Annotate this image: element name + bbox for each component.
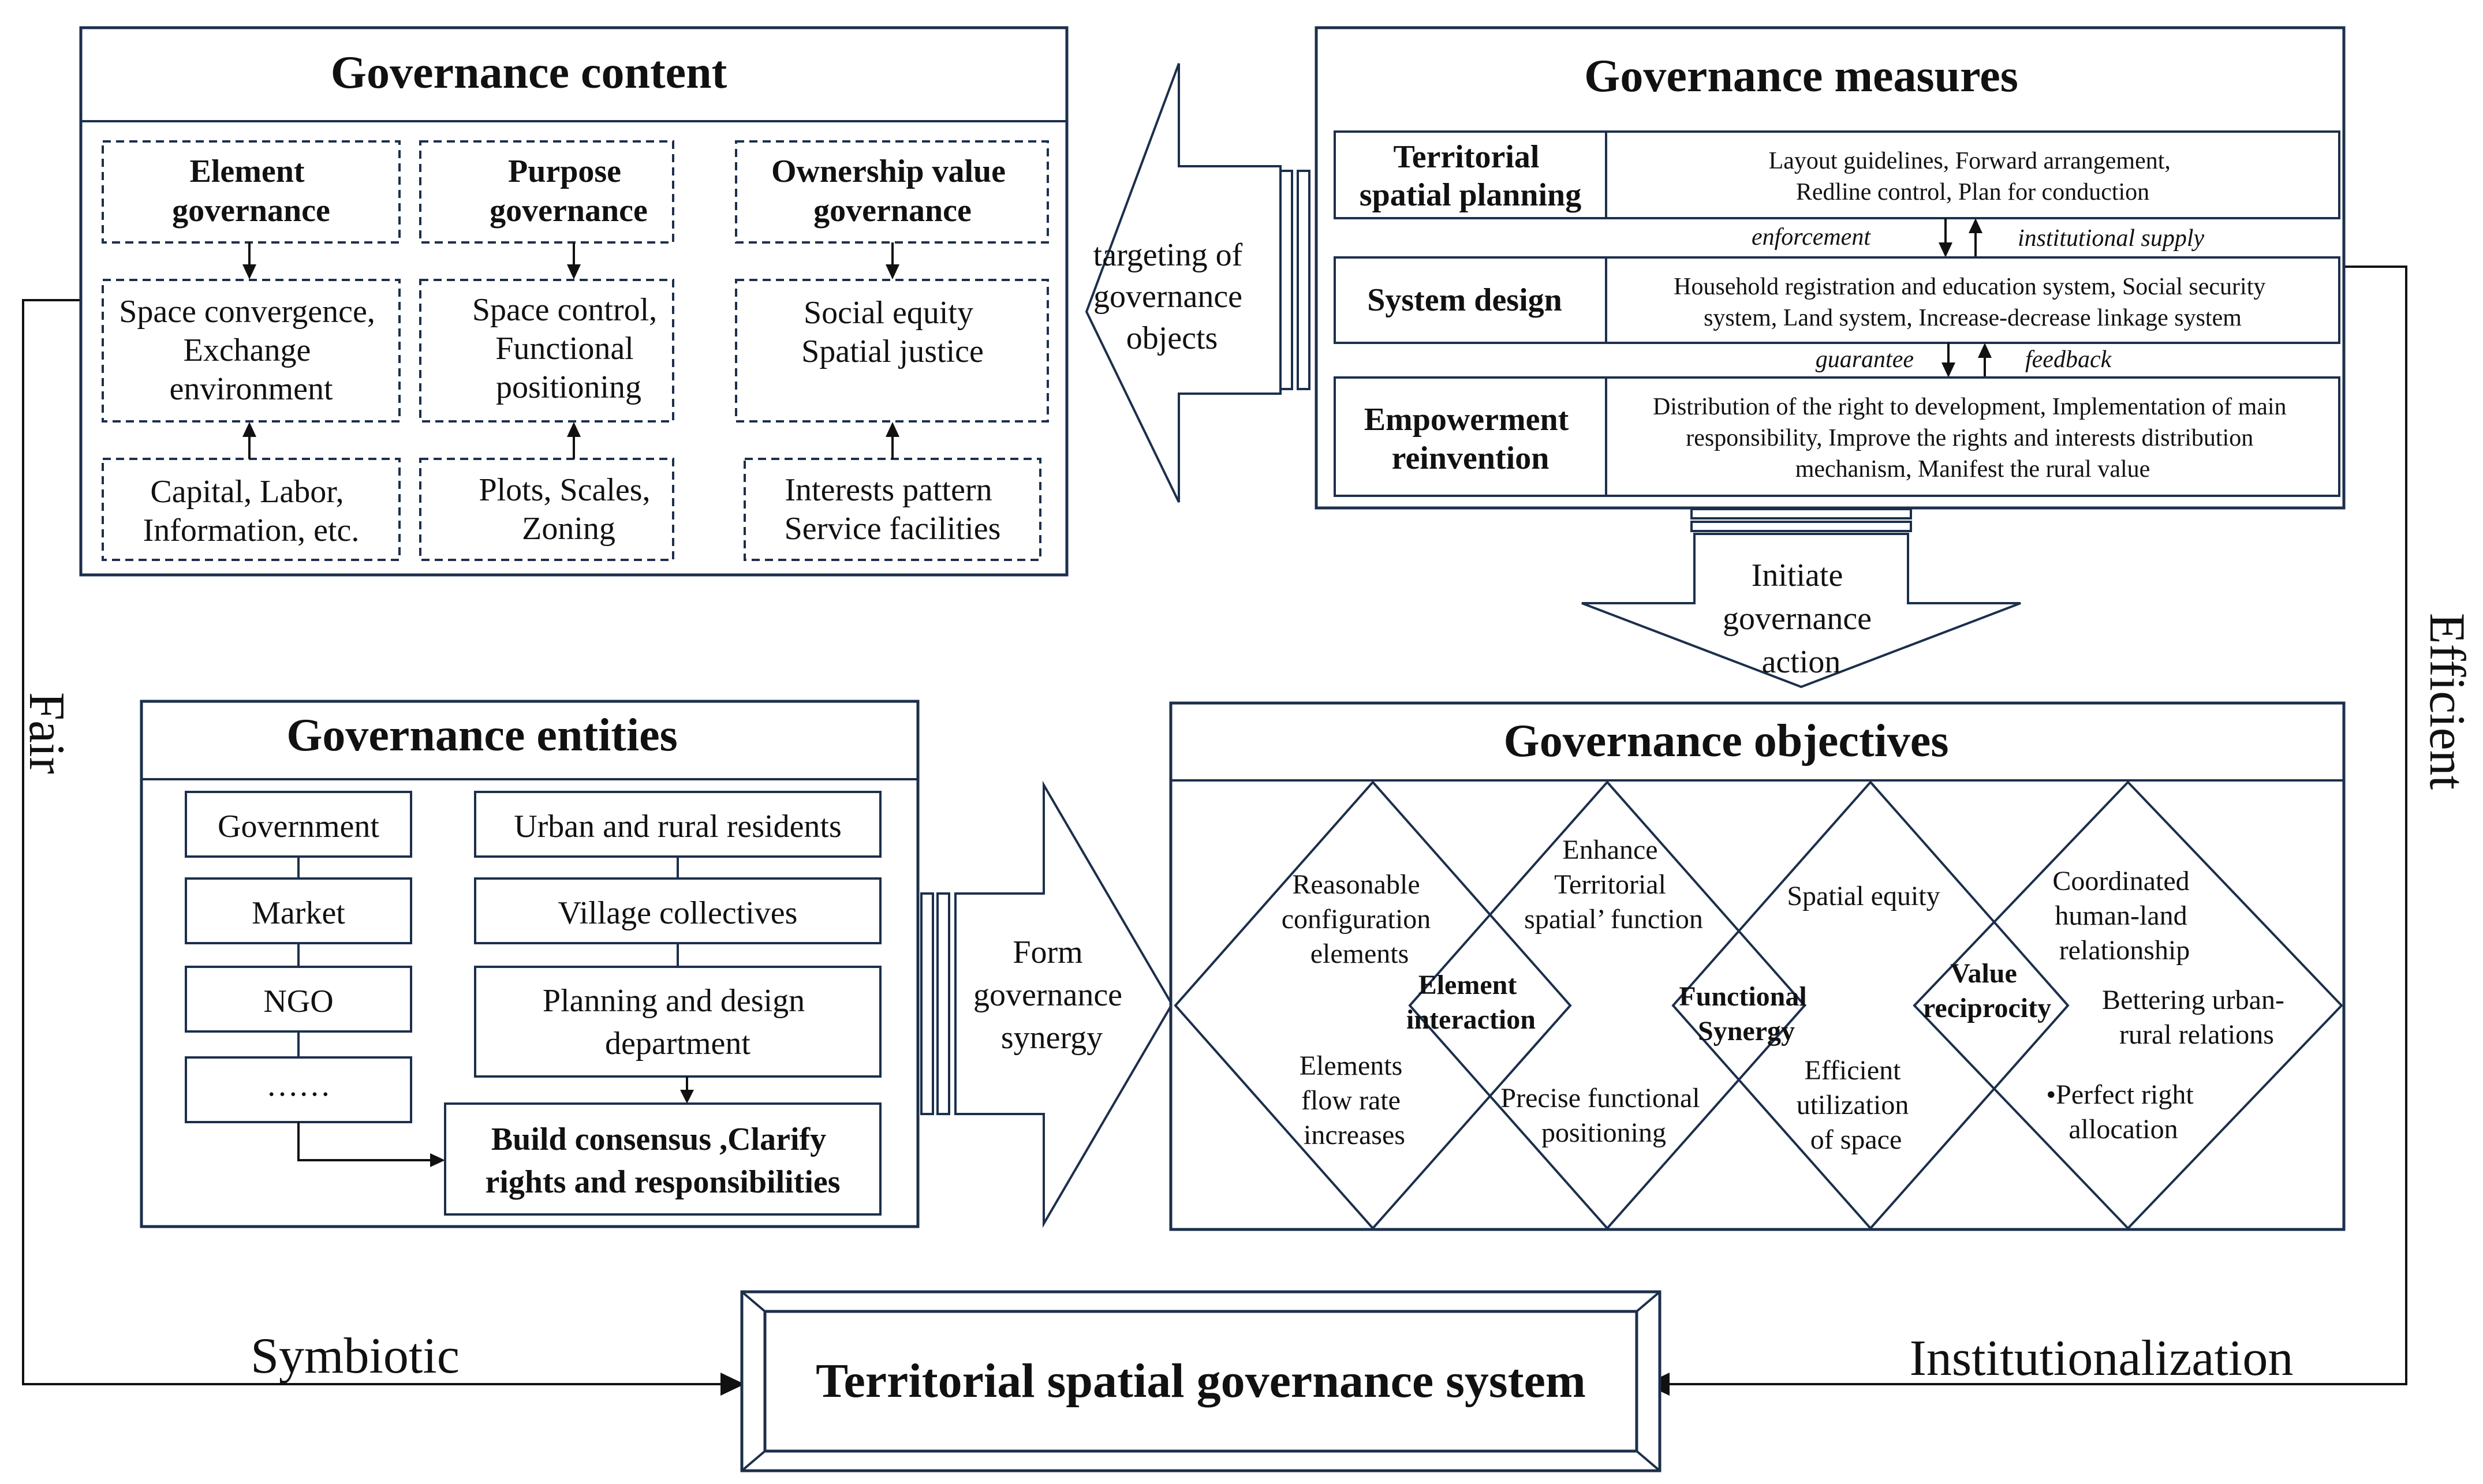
feedback-label: feedback bbox=[2025, 346, 2112, 373]
governance-measures-title: Governance measures bbox=[1584, 51, 2018, 102]
diamond-1 bbox=[1174, 780, 1572, 1231]
element-governance-label: Element governance bbox=[172, 154, 330, 229]
governance-system-title: Territorial spatial governance system bbox=[816, 1354, 1586, 1408]
precise-positioning-label: Precise functional positioning bbox=[1500, 1083, 1707, 1148]
targeting-arrow: targeting of governance objects bbox=[1085, 63, 1310, 503]
empowerment-reinvention-label: Empowerment reinvention bbox=[1364, 402, 1577, 476]
symbiotic-label: Symbiotic bbox=[251, 1328, 460, 1384]
empowerment-reinvention-desc: Distribution of the right to development… bbox=[1653, 394, 2292, 483]
ownership-value-governance-objects: Interests pattern Service facilities bbox=[785, 472, 1001, 547]
synergy-arrow: Form governance synergy bbox=[920, 780, 1174, 1228]
perfect-allocation-label: •Perfect right allocation bbox=[2046, 1079, 2200, 1145]
efficient-label: Efficient bbox=[2419, 613, 2475, 790]
system-design-desc: Household registration and education sys… bbox=[1674, 274, 2272, 331]
planning-department-entity: Planning and design department bbox=[543, 983, 813, 1061]
governance-system-box: Territorial spatial governance system bbox=[740, 1290, 1661, 1472]
institutional-supply-label: institutional supply bbox=[2018, 225, 2205, 252]
governance-objectives-panel: Governance objectives Element interactio… bbox=[1169, 701, 2346, 1231]
value-reciprocity-label: Value reciprocity bbox=[1923, 958, 2051, 1023]
reasonable-configuration-label: Reasonable configuration elements bbox=[1282, 869, 1438, 969]
institutionalization-label: Institutionalization bbox=[1910, 1330, 2294, 1386]
guarantee-label: guarantee bbox=[1816, 346, 1914, 373]
functional-synergy-label: Functional Synergy bbox=[1679, 981, 1813, 1046]
consensus-box: Build consensus ,Clarify rights and resp… bbox=[485, 1122, 840, 1200]
purpose-governance-objects: Plots, Scales, Zoning bbox=[479, 472, 658, 547]
ownership-value-governance-effect: Social equity Spatial justice bbox=[801, 295, 984, 369]
spatial-planning-label: Territorial spatial planning bbox=[1360, 139, 1581, 213]
efficient-utilization-label: Efficient utilization of space bbox=[1797, 1055, 1916, 1155]
governance-measures-panel: Governance measures Territorial spatial … bbox=[1315, 26, 2346, 510]
synergy-arrow-label: Form governance synergy bbox=[973, 934, 1130, 1056]
diamond-4 bbox=[1913, 780, 2343, 1230]
governance-content-title: Governance content bbox=[331, 47, 727, 98]
coordinated-relationship-label: Coordinated human-land relationship bbox=[2052, 866, 2196, 966]
purpose-governance-effect: Space control, Functional positioning bbox=[472, 292, 665, 405]
element-governance-objects: Capital, Labor, Information, etc. bbox=[143, 474, 360, 548]
government-entity: Government bbox=[218, 809, 379, 844]
governance-entities-title: Governance entities bbox=[286, 710, 678, 761]
spatial-equity-label: Spatial equity bbox=[1787, 881, 1940, 911]
ellipsis-entity: …… bbox=[266, 1067, 331, 1103]
purpose-governance-label: Purpose governance bbox=[490, 154, 648, 229]
bettering-relations-label: Bettering urban- rural relations bbox=[2102, 985, 2291, 1050]
targeting-arrow-label: targeting of governance objects bbox=[1093, 237, 1251, 356]
elements-flow-label: Elements flow rate increases bbox=[1300, 1051, 1410, 1150]
village-collectives-entity: Village collectives bbox=[558, 895, 798, 931]
ngo-entity: NGO bbox=[263, 984, 333, 1019]
enforcement-label: enforcement bbox=[1752, 224, 1871, 251]
initiate-arrow: Initiate governance action bbox=[1581, 508, 2021, 689]
residents-entity: Urban and rural residents bbox=[514, 809, 842, 844]
ownership-value-governance-label: Ownership value governance bbox=[771, 154, 1014, 229]
market-entity: Market bbox=[252, 895, 345, 931]
fair-label: Fair bbox=[18, 692, 74, 774]
enhance-function-label: Enhance Territorial spatial’ function bbox=[1524, 835, 1703, 934]
diamond-3 bbox=[1671, 780, 2070, 1231]
fair-connector bbox=[22, 299, 745, 1396]
system-design-label: System design bbox=[1367, 282, 1562, 318]
governance-objectives-title: Governance objectives bbox=[1504, 716, 1949, 767]
governance-content-panel: Governance content Element governance Sp… bbox=[79, 26, 1069, 577]
spatial-planning-desc: Layout guidelines, Forward arrangement, … bbox=[1769, 148, 2177, 205]
initiate-arrow-label: Initiate governance action bbox=[1723, 558, 1880, 680]
element-governance-effect: Space convergence, Exchange environment bbox=[119, 294, 383, 407]
governance-entities-panel: Governance entities Government Market NG… bbox=[140, 700, 920, 1228]
element-interaction-label: Element interaction bbox=[1406, 970, 1536, 1035]
